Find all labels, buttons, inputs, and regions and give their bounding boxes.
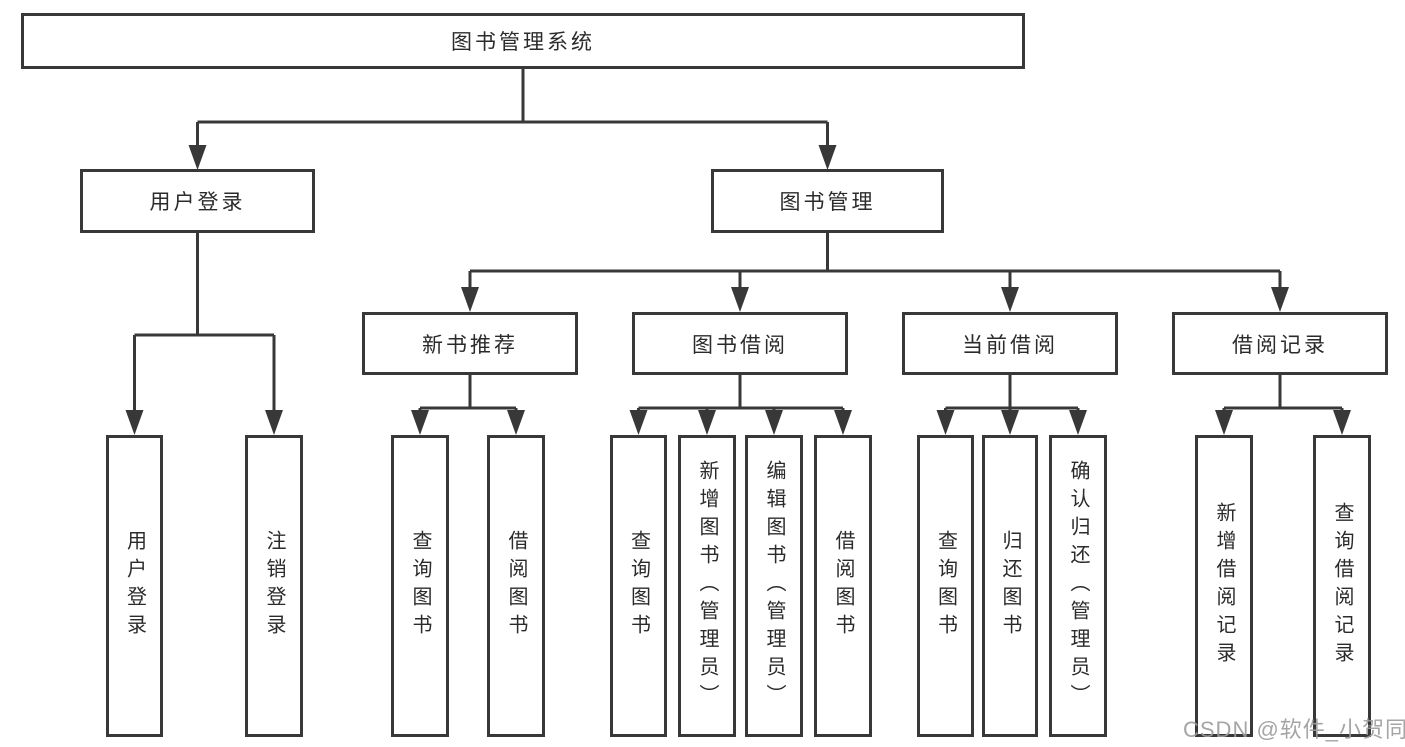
leaf-return-books-label: 归还图书 [999,530,1021,642]
node-book-management-label: 图书管理 [779,191,876,214]
node-user-login-label: 用户登录 [149,191,246,214]
node-current-borrow-label: 当前借阅 [962,333,1058,357]
watermark-text: CSDN @软件_小贺同学 [1183,717,1405,742]
leaf-add-books-admin-label: 新增图书（管理员） [696,460,718,712]
leaf-query-books-borrow: 查询图书 [610,435,667,737]
leaf-confirm-return-admin: 确认归还（管理员） [1049,435,1107,737]
leaf-add-borrow-record: 新增借阅记录 [1195,435,1253,737]
leaf-query-borrow-record: 查询借阅记录 [1313,435,1371,737]
node-book-borrow-label: 图书借阅 [692,333,788,357]
node-book-borrow: 图书借阅 [632,312,848,375]
node-borrow-records: 借阅记录 [1172,312,1388,375]
leaf-borrow-books-recommend-label: 借阅图书 [505,530,527,642]
leaf-user-login-label: 用户登录 [123,530,146,642]
node-borrow-records-label: 借阅记录 [1232,333,1328,357]
leaf-query-borrow-record-label: 查询借阅记录 [1331,502,1353,670]
leaf-add-borrow-record-label: 新增借阅记录 [1213,502,1235,670]
leaf-query-books-current: 查询图书 [917,435,974,737]
node-new-book-recommend-label: 新书推荐 [422,333,518,357]
leaf-query-books-recommend-label: 查询图书 [409,530,431,642]
leaf-edit-books-admin: 编辑图书（管理员） [745,435,803,737]
leaf-query-books-borrow-label: 查询图书 [627,530,650,642]
node-root: 图书管理系统 [21,13,1025,69]
node-current-borrow: 当前借阅 [902,312,1118,375]
arrowheads [125,145,1351,435]
node-book-management: 图书管理 [711,169,944,233]
node-new-book-recommend: 新书推荐 [362,312,578,375]
node-user-login: 用户登录 [80,169,315,233]
leaf-borrow-books-label: 借阅图书 [832,530,854,642]
leaf-query-books-current-label: 查询图书 [934,530,957,642]
leaf-query-books-recommend: 查询图书 [391,435,449,737]
leaf-add-books-admin: 新增图书（管理员） [678,435,736,737]
leaf-borrow-books: 借阅图书 [814,435,872,737]
leaf-return-books: 归还图书 [982,435,1038,737]
leaf-user-login: 用户登录 [106,435,163,737]
leaf-logout-label: 注销登录 [263,530,285,642]
leaf-logout: 注销登录 [245,435,303,737]
leaf-edit-books-admin-label: 编辑图书（管理员） [763,460,785,712]
node-root-label: 图书管理系统 [451,31,595,54]
leaf-confirm-return-admin-label: 确认归还（管理员） [1067,460,1089,712]
leaf-borrow-books-recommend: 借阅图书 [487,435,545,737]
